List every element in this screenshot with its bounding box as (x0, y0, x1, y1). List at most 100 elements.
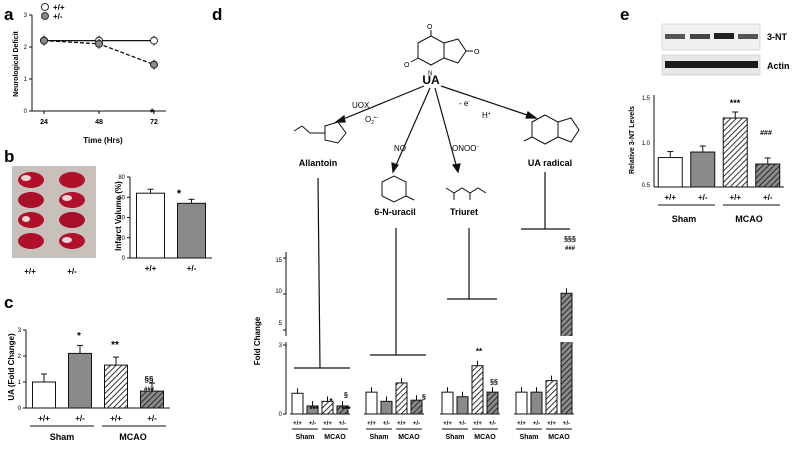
superoxide-o: O (365, 115, 371, 124)
panel-e-letter: e (620, 5, 629, 24)
panel-c-ylabel: UA (Fold Change) (7, 333, 16, 401)
legend-het-marker (41, 12, 49, 20)
photo-label-het: +/- (67, 267, 77, 276)
data-point (40, 36, 48, 45)
panel-d-letter: d (212, 5, 222, 24)
panel-e-tick-1-5: 1.5 (642, 96, 651, 102)
ua-atom-o-right: O (474, 49, 480, 56)
panel-c-ann-2: ** (111, 340, 119, 351)
product-connectors (294, 172, 570, 369)
product-triuret: Triuret (450, 207, 478, 217)
blot-label-actin: Actin (767, 61, 790, 71)
blot-band (738, 34, 758, 39)
blot-band (665, 61, 758, 68)
proton-label: H (482, 111, 488, 120)
category-label: +/+ (367, 421, 376, 427)
panel-e-group-sham: Sham (672, 214, 697, 224)
uracil-structure (381, 175, 415, 203)
category-label: +/- (187, 264, 197, 273)
blot-band (714, 33, 734, 39)
y-tick-label: 3 (24, 13, 28, 19)
x-tick-label: 24 (40, 119, 48, 126)
panel-c-ann-1: * (77, 331, 81, 342)
y-tick-label: 60 (118, 195, 125, 201)
bar (515, 391, 528, 415)
panel-c-ann-4: ### (144, 387, 155, 393)
d-ann-radical-2: ### (565, 246, 576, 252)
category-label: +/- (383, 421, 390, 427)
panel-e: e 3-NT Actin +/++/-+/++/- Relative 3-NT … (620, 5, 790, 224)
d-ann-triuret-1: ** (476, 347, 483, 356)
superoxide-sup: •− (374, 115, 379, 121)
bar (545, 380, 558, 415)
bar (410, 399, 423, 415)
panel-a-star: * (150, 107, 155, 119)
axis-break (559, 336, 574, 342)
panel-a-xlabel: Time (Hrs) (83, 136, 123, 145)
bar (321, 400, 334, 415)
triuret-structure (445, 187, 487, 200)
y-tick-label: 40 (118, 216, 125, 222)
bar (177, 202, 206, 259)
category-label: +/- (75, 414, 85, 423)
bar (722, 117, 748, 188)
peroxynitrite-label: ONOO (452, 144, 476, 153)
panel-c-group-mcao: MCAO (119, 432, 147, 442)
bar (136, 192, 165, 259)
category-label: +/+ (323, 421, 332, 427)
d-ann-uracil-1: § (422, 394, 426, 401)
panel-e-group-mcao: MCAO (735, 214, 763, 224)
y-tick-label: 3 (18, 328, 22, 334)
group-label-sham: Sham (369, 434, 388, 441)
bar (456, 396, 469, 415)
x-tick-label: 48 (95, 119, 103, 126)
ua-atom-nh: N (428, 71, 432, 77)
electron-label: - e (459, 99, 469, 108)
bar (395, 382, 408, 415)
bar (68, 352, 92, 409)
d-ann-allantoin-1: *** (309, 405, 319, 414)
bar (140, 390, 164, 409)
legend-wt-label: +/+ (53, 3, 65, 12)
data-point (150, 60, 158, 69)
panel-d-tick-5: 5 (279, 321, 283, 327)
product-allantoin: Allantoin (299, 158, 338, 168)
bar (380, 400, 393, 415)
y-tick-label: 2 (18, 354, 22, 360)
category-label: +/+ (517, 421, 526, 427)
product-radical: UA radical (528, 158, 572, 168)
electron-sup: - (468, 99, 470, 105)
ua-atom-o-top: O (427, 24, 433, 31)
radical-structure (523, 114, 580, 145)
group-label-sham: Sham (519, 434, 538, 441)
group-label-mcao: MCAO (474, 434, 496, 441)
y-tick-label: 2 (24, 45, 28, 51)
blot-band (665, 34, 685, 39)
d-ann-allantoin-3: § (344, 392, 348, 399)
brain-slices (18, 172, 85, 249)
ua-center-label: UA (422, 73, 440, 87)
y-tick-label: 0 (18, 406, 22, 412)
panel-b-letter: b (4, 147, 14, 166)
category-label: +/+ (293, 421, 302, 427)
category-label: +/- (489, 421, 496, 427)
proton-sup: + (488, 111, 491, 117)
bar (657, 157, 683, 188)
panel-e-ann-1: *** (730, 98, 741, 108)
category-label: +/+ (664, 193, 676, 202)
enzyme-no: NO (394, 144, 406, 153)
peroxynitrite-sup: − (476, 144, 479, 150)
panel-c-ann-3: §§ (145, 375, 154, 384)
bar (486, 391, 499, 415)
bar (365, 391, 378, 415)
blot-band (690, 34, 710, 39)
y-tick-label: 1 (24, 77, 28, 83)
bar (291, 392, 304, 415)
d-ann-triuret-2: §§ (490, 379, 498, 386)
enzyme-superoxide: O2•− (365, 115, 379, 126)
